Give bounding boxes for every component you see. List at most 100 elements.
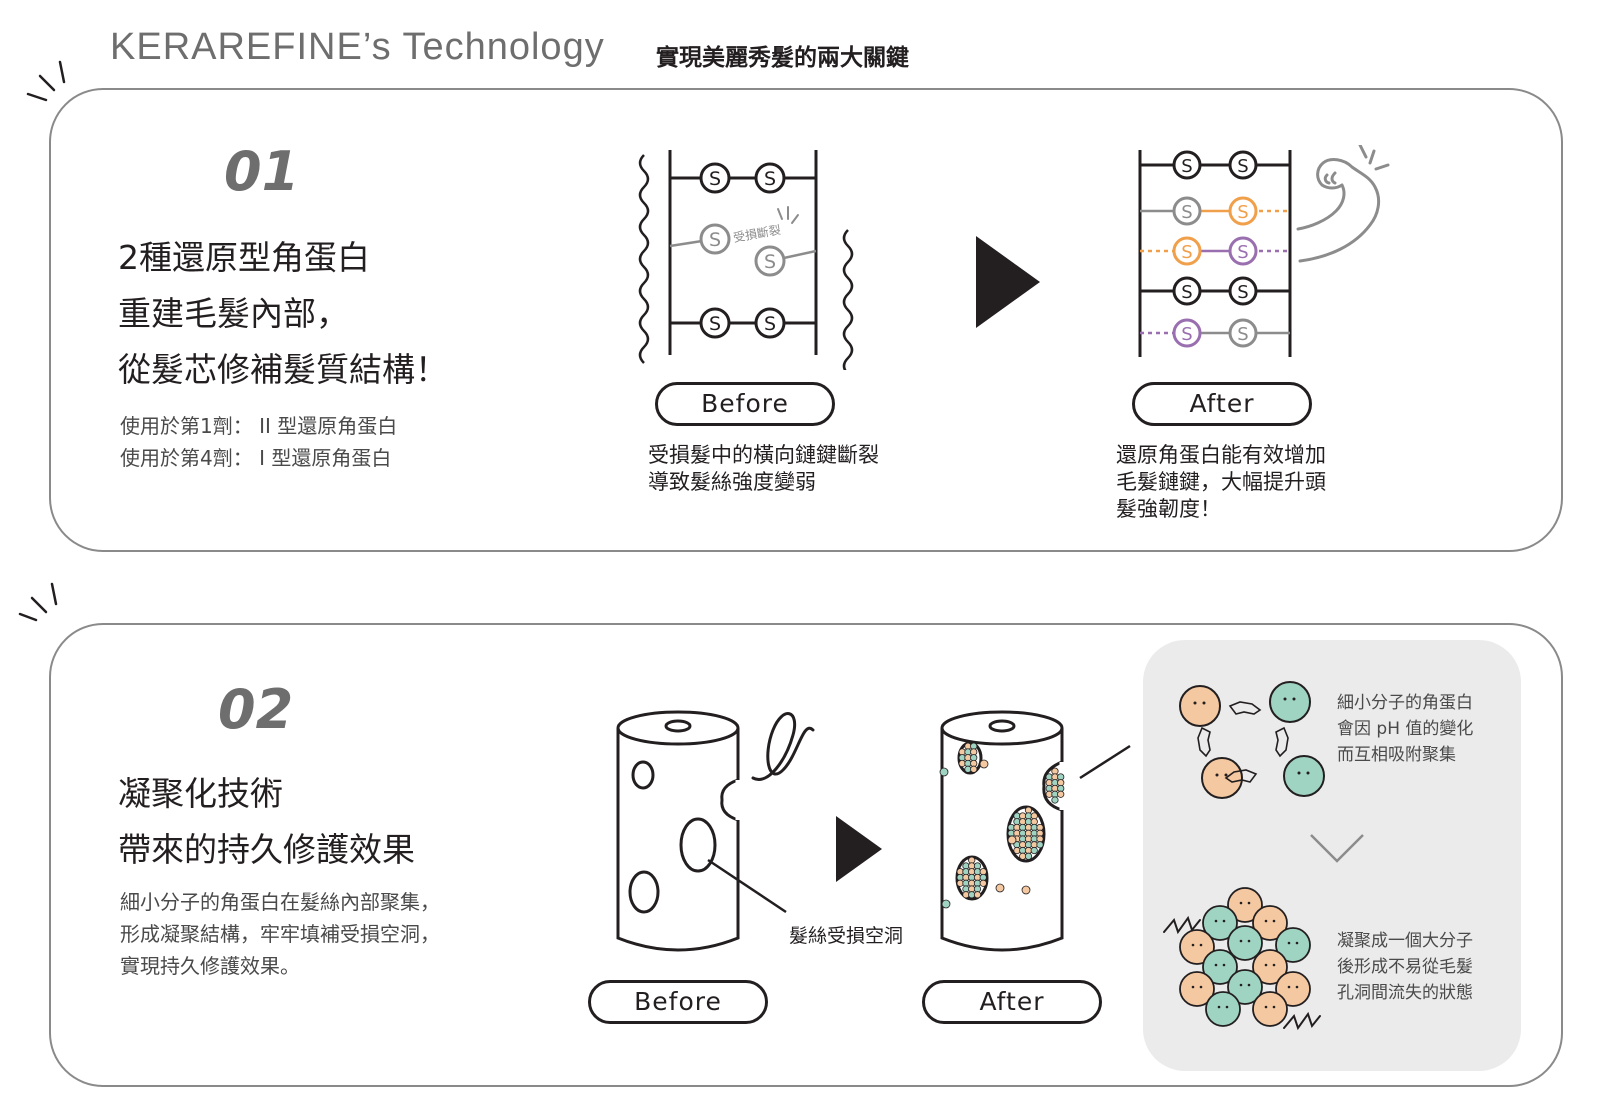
- molecule-ball: [1179, 971, 1215, 1007]
- keratin-dot: [979, 759, 989, 769]
- broken-bond-s: [699, 223, 731, 255]
- caption-line: 導致髮絲強度變弱: [648, 470, 816, 494]
- molecule-peach: [1201, 757, 1243, 799]
- keratin-dot: [1021, 885, 1031, 895]
- molecule-eye: [1217, 1005, 1221, 1009]
- molecule-eye: [1247, 983, 1251, 987]
- hole: [628, 870, 660, 914]
- svg-text:S: S: [1237, 156, 1248, 177]
- large-molecule-cluster: [1163, 887, 1321, 1031]
- bond-s: [754, 162, 786, 194]
- side-line: 凝聚成一個大分子: [1337, 931, 1473, 951]
- zigzag-motion-icon: [1163, 915, 1321, 1031]
- molecule-mint: [1269, 681, 1311, 723]
- svg-text:S: S: [1181, 282, 1192, 303]
- caption-line: 毛髮鏈鍵，大幅提升頭: [1116, 470, 1326, 494]
- before-label-pill-2: Before: [588, 980, 768, 1024]
- flexed-arm-icon: [1296, 145, 1390, 263]
- caption-line: 還原角蛋白能有效增加: [1116, 443, 1326, 467]
- bond-s: [1172, 150, 1202, 180]
- bond-s: [699, 162, 731, 194]
- chevron-down-icon: [1310, 834, 1364, 863]
- hole: [679, 817, 717, 873]
- molecule-ball: [1227, 925, 1263, 961]
- molecule-eye: [1272, 963, 1276, 967]
- molecule-ball: [1252, 991, 1288, 1027]
- molecule-eye: [1264, 919, 1268, 923]
- svg-text:S: S: [1237, 324, 1248, 345]
- keratin-dot: [979, 879, 987, 887]
- section-02-number: 02: [218, 678, 294, 741]
- caption-line: 受損髮中的橫向鏈鍵斷裂: [648, 443, 879, 467]
- side-text-bottom: 凝聚成一個大分子 後形成不易從毛髮 孔洞間流失的狀態: [1337, 928, 1473, 1006]
- desc-line: 實現持久修護效果。: [120, 954, 300, 978]
- side-text-top: 細小分子的角蛋白 會因 pH 值的變化 而互相吸附聚集: [1337, 690, 1473, 768]
- keratin-dot: [1051, 796, 1059, 804]
- molecule-eye: [1222, 919, 1226, 923]
- svg-text:S: S: [1181, 156, 1192, 177]
- molecule-eye: [1295, 985, 1299, 989]
- page-subtitle: 實現美麗秀髮的兩大關鍵: [656, 45, 909, 71]
- svg-text:S: S: [1237, 202, 1248, 223]
- bond-s: [1172, 276, 1202, 306]
- wavy-edge-left: [638, 154, 650, 364]
- hole: [631, 760, 655, 790]
- sparkle-icon-top: [26, 60, 66, 102]
- molecule-eye: [1191, 985, 1195, 989]
- keratin-dot: [970, 765, 978, 773]
- caption-line: 髮強韌度！: [1116, 497, 1221, 521]
- keratin-dot: [1007, 835, 1017, 845]
- molecule-eye: [1264, 1005, 1268, 1009]
- before-label-pill: Before: [655, 382, 835, 426]
- svg-text:S: S: [764, 168, 776, 190]
- molecule-eye: [1264, 963, 1268, 967]
- handshake-icon: [1197, 701, 1289, 783]
- molecule-ball: [1227, 969, 1263, 1005]
- bond-s-purple: [1228, 236, 1258, 266]
- bond-s-orange: [1172, 236, 1202, 266]
- keratin-dot: [1057, 790, 1065, 798]
- svg-text:S: S: [1181, 202, 1192, 223]
- bond-s: [1228, 276, 1258, 306]
- svg-text:S: S: [709, 313, 721, 335]
- molecule-eye: [1247, 901, 1251, 905]
- keratin-dot: [1030, 846, 1038, 855]
- molecule-eye: [1287, 941, 1291, 945]
- after-caption: 還原角蛋白能有效增加 毛髮鏈鍵，大幅提升頭 髮強韌度！: [1116, 442, 1326, 523]
- keratin-cluster: [939, 742, 1065, 909]
- molecule-eye: [1222, 963, 1226, 967]
- molecule-ball: [1252, 949, 1288, 985]
- heading-line: 帶來的持久修護效果: [118, 830, 415, 869]
- scribble-loss-icon: [751, 712, 815, 781]
- section-01-panel: [49, 88, 1563, 552]
- bond-s-gray: [1172, 196, 1202, 226]
- side-line: 而互相吸附聚集: [1337, 745, 1456, 765]
- small-molecules-attract: [1179, 681, 1325, 799]
- section-01-desc: 使用於第1劑： II 型還原角蛋白 使用於第4劑： I 型還原角蛋白: [120, 410, 397, 474]
- bond-s-purple: [1172, 318, 1202, 348]
- molecule-eye: [1239, 983, 1243, 987]
- molecule-eye: [1272, 1005, 1276, 1009]
- molecule-eye: [1214, 963, 1218, 967]
- damage-label: 受損斷裂: [732, 222, 782, 245]
- section-02-heading: 凝聚化技術 帶來的持久修護效果: [118, 766, 415, 878]
- bond-s: [1228, 150, 1258, 180]
- molecule-eye: [1247, 939, 1251, 943]
- molecule-ball: [1275, 971, 1311, 1007]
- arrow-right-icon: [836, 816, 882, 882]
- heading-line: 從髮芯修補髮質結構！: [118, 350, 448, 389]
- bond-s: [754, 307, 786, 339]
- molecule-eye: [1191, 943, 1195, 947]
- svg-text:S: S: [1237, 282, 1248, 303]
- side-line: 後形成不易從毛髮: [1337, 957, 1473, 977]
- svg-text:S: S: [1181, 242, 1192, 263]
- before-caption: 受損髮中的橫向鏈鍵斷裂 導致髮絲強度變弱: [648, 442, 879, 496]
- desc-line: 使用於第1劑： II 型還原角蛋白: [120, 414, 398, 438]
- keratin-dot: [941, 899, 951, 909]
- arrow-right-icon: [976, 236, 1040, 328]
- svg-text:S: S: [1237, 242, 1248, 263]
- wavy-edge-right: [842, 229, 854, 370]
- sparkle-icon-bottom: [18, 582, 58, 622]
- molecule-eye: [1295, 941, 1299, 945]
- keratin-dot: [1036, 841, 1044, 849]
